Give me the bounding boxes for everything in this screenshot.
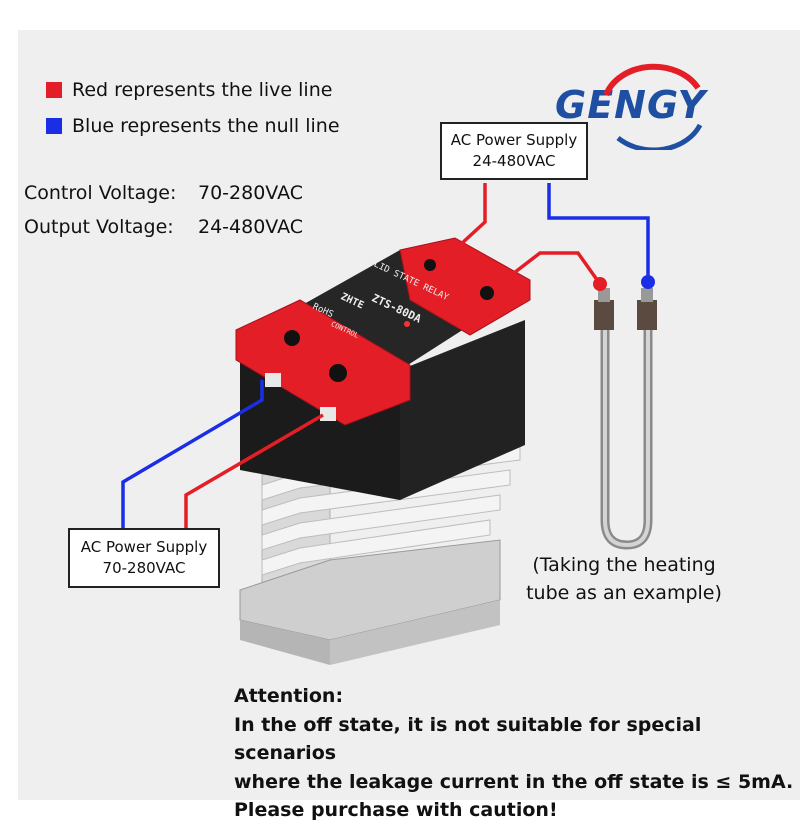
heating-tube (594, 288, 657, 550)
control-voltage-label: Control Voltage: (24, 182, 177, 204)
legend-live: Red represents the live line (46, 79, 332, 101)
attention-title: Attention: (234, 685, 344, 707)
null-terminal-dot (641, 275, 655, 289)
heater-caption-line2: tube as an example) (526, 582, 722, 604)
control-supply-range: 70-280VAC (102, 559, 186, 577)
legend-null: Blue represents the null line (46, 115, 340, 137)
heater-caption-line1: (Taking the heating (532, 554, 716, 576)
wiring-diagram (121, 183, 657, 665)
control-voltage-value: 70-280VAC (198, 182, 304, 204)
solid-state-relay (235, 237, 531, 500)
null-wire-output (547, 183, 650, 282)
output-voltage-label: Output Voltage: (24, 216, 174, 238)
attention-line-2: where the leakage current in the off sta… (234, 770, 794, 793)
live-terminal-dot (593, 277, 607, 291)
attention-line-1: In the off state, it is not suitable for… (234, 713, 702, 765)
live-wire-heater (508, 251, 602, 286)
attention-notice: Attention: In the off state, it is not s… (234, 682, 800, 825)
null-wire-control (121, 380, 264, 528)
output-voltage-spec: Output Voltage: 24-480VAC (24, 216, 303, 238)
heater-caption: (Taking the heating tube as an example) (508, 551, 740, 607)
control-voltage-spec: Control Voltage: 70-280VAC (24, 182, 303, 204)
blue-swatch-icon (46, 118, 62, 134)
legend-live-text: Red represents the live line (72, 79, 333, 101)
brand-logo: GENGY (555, 83, 707, 127)
output-power-supply-box: AC Power Supply 24-480VAC (440, 122, 588, 180)
red-swatch-icon (46, 82, 62, 98)
live-wire-output (446, 183, 487, 258)
control-power-supply-box: AC Power Supply 70-280VAC (68, 528, 220, 588)
legend-null-text: Blue represents the null line (72, 115, 340, 137)
output-voltage-value: 24-480VAC (198, 216, 304, 238)
output-supply-title: AC Power Supply (450, 131, 578, 149)
logo-swoosh-icon (603, 63, 703, 150)
live-wire-control (184, 413, 324, 528)
control-supply-title: AC Power Supply (80, 538, 208, 556)
output-supply-range: 24-480VAC (472, 152, 556, 170)
attention-line-3: Please purchase with caution! (234, 799, 558, 821)
